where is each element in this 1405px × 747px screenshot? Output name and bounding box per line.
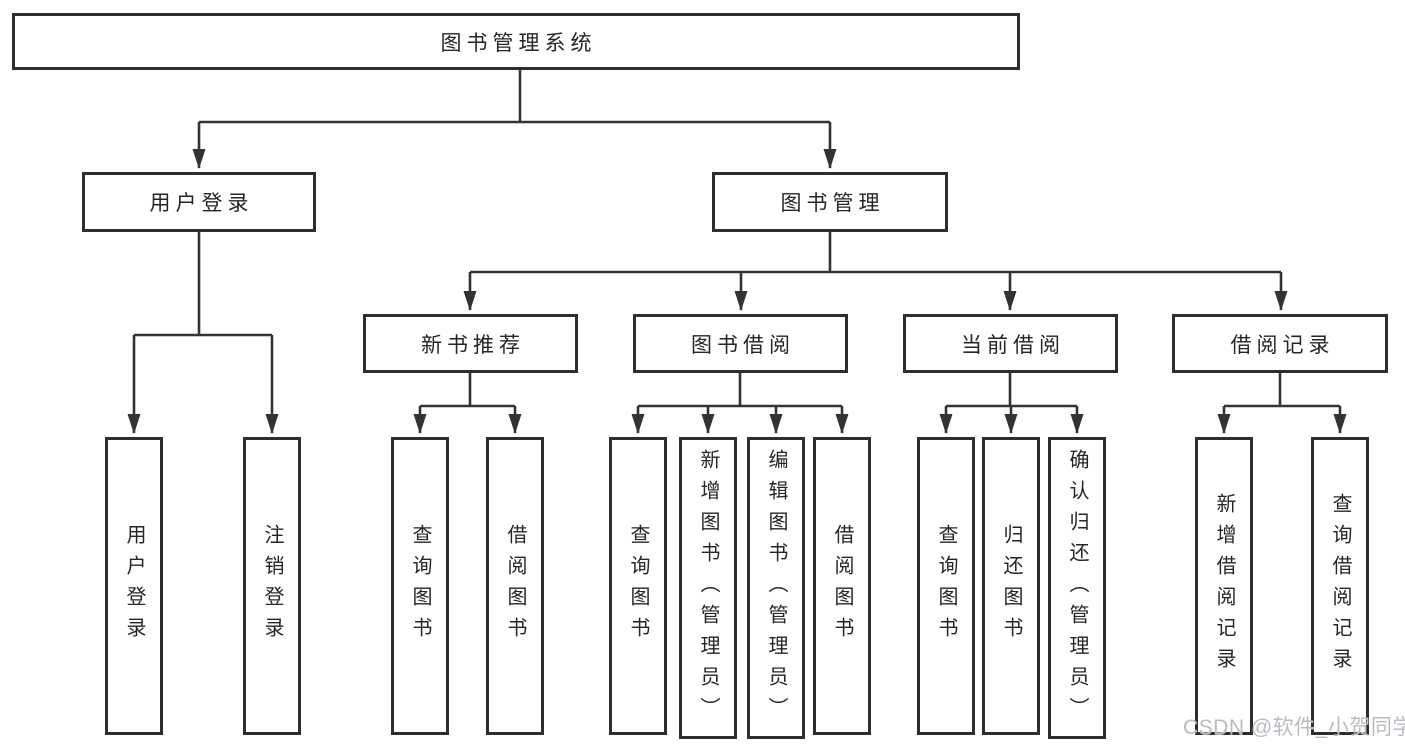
leaf-query-books-current: 查询图书 (917, 437, 975, 735)
node-label: 图书管理系统 (440, 31, 597, 55)
leaf-query-books-recommend: 查询图书 (391, 437, 449, 735)
node-label: 图书借阅 (691, 333, 795, 357)
connector-book-borrow-children (631, 373, 849, 434)
leaf-borrow-books-recommend: 借阅图书 (486, 437, 544, 735)
leaf-query-borrow-record: 查询借阅记录 (1311, 437, 1369, 735)
connector-user-login-children (127, 232, 279, 434)
node-user-login: 用户登录 (82, 172, 316, 232)
leaf-label: 注销登录 (261, 524, 283, 648)
connector-new-book-children (413, 373, 522, 434)
leaf-label: 借阅图书 (831, 524, 853, 648)
leaf-edit-books-admin: 编辑图书（管理员） (747, 437, 805, 739)
connector-borrow-record-children (1217, 373, 1347, 434)
leaf-label: 编辑图书（管理员） (765, 448, 787, 728)
leaf-confirm-return-admin: 确认归还（管理员） (1048, 437, 1106, 739)
leaf-label: 查询图书 (935, 524, 957, 648)
leaf-query-books-borrow: 查询图书 (609, 437, 667, 735)
leaf-label: 用户登录 (123, 524, 145, 648)
leaf-user-login: 用户登录 (105, 437, 163, 735)
connector-book-management-children (463, 232, 1288, 311)
leaf-add-books-admin: 新增图书（管理员） (679, 437, 737, 739)
leaf-logout: 注销登录 (243, 437, 301, 735)
leaf-label: 查询图书 (409, 524, 431, 648)
node-book-borrow: 图书借阅 (633, 314, 848, 373)
leaf-label: 查询借阅记录 (1329, 493, 1351, 679)
node-label: 当前借阅 (961, 333, 1065, 357)
leaf-return-books: 归还图书 (982, 437, 1040, 735)
leaf-label: 查询图书 (627, 524, 649, 648)
node-label: 用户登录 (149, 192, 254, 215)
leaf-label: 新增图书（管理员） (697, 448, 719, 728)
node-label: 借阅记录 (1230, 333, 1335, 357)
node-current-borrow: 当前借阅 (903, 314, 1118, 373)
csdn-watermark: CSDN @软件_小贺同学 (1183, 716, 1405, 739)
node-book-management: 图书管理 (712, 172, 948, 232)
connector-current-borrow-children (939, 373, 1084, 434)
leaf-borrow-books: 借阅图书 (813, 437, 871, 735)
node-borrow-records: 借阅记录 (1172, 314, 1388, 373)
leaf-label: 确认归还（管理员） (1066, 448, 1088, 728)
connector-root-to-level2 (192, 70, 837, 169)
leaf-label: 归还图书 (1000, 524, 1022, 648)
node-label: 新书推荐 (421, 333, 525, 357)
leaf-label: 新增借阅记录 (1213, 493, 1235, 679)
node-label: 图书管理 (780, 192, 885, 215)
leaf-add-borrow-record: 新增借阅记录 (1195, 437, 1253, 735)
node-new-book-recommend: 新书推荐 (363, 314, 578, 373)
leaf-label: 借阅图书 (504, 524, 526, 648)
node-library-management-system: 图书管理系统 (12, 13, 1020, 70)
